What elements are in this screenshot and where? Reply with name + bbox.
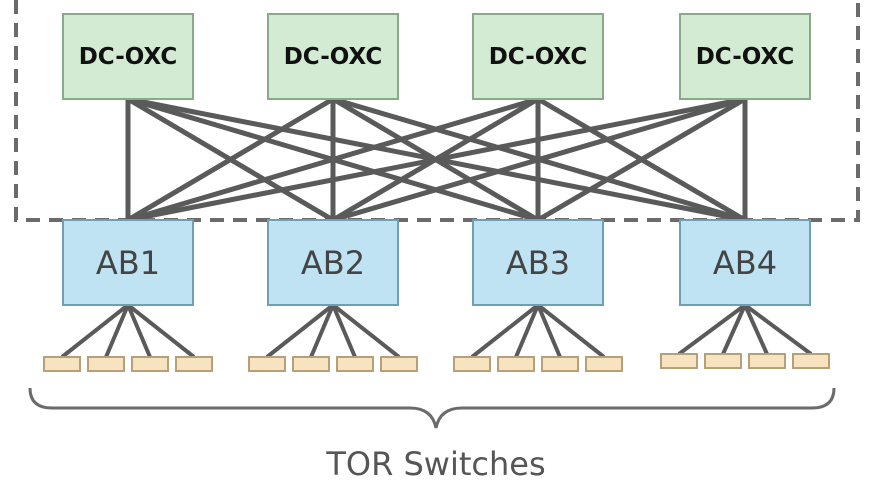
- tor-switch: [585, 356, 623, 372]
- oxc-label: DC-OXC: [284, 44, 383, 70]
- tor-link: [331, 303, 401, 359]
- aggregation-block-2: AB2: [267, 219, 399, 306]
- tor-row: [43, 353, 830, 372]
- tor-link: [309, 304, 335, 358]
- tor-link: [677, 303, 747, 356]
- oxc-switch-2: DC-OXC: [267, 13, 399, 100]
- oxc-label: DC-OXC: [489, 44, 588, 70]
- mesh-link: [127, 96, 746, 223]
- tor-switch: [497, 356, 535, 372]
- tor-switch: [380, 356, 418, 372]
- tor-switch: [336, 356, 374, 372]
- mesh-link: [126, 96, 335, 223]
- tor-link: [743, 304, 769, 355]
- mesh-link: [332, 96, 746, 223]
- oxc-box: [267, 13, 399, 100]
- tor-link: [536, 304, 562, 358]
- aggregation-block-1: AB1: [62, 219, 194, 306]
- tor-link: [60, 303, 130, 359]
- tor-link: [514, 304, 540, 358]
- tor-switch: [292, 356, 330, 372]
- ab-label: AB3: [506, 244, 570, 282]
- tor-link: [126, 304, 152, 358]
- tor-link: [265, 303, 335, 359]
- tor-switch: [748, 353, 786, 369]
- mesh-link: [536, 96, 747, 223]
- oxc-row: DC-OXC DC-OXC DC-OXC DC-OXC: [62, 13, 811, 100]
- ab-tor-links: [60, 303, 813, 359]
- tor-switch: [87, 356, 125, 372]
- tor-switch: [541, 356, 579, 372]
- tor-link: [721, 304, 747, 355]
- ab-label: AB2: [301, 244, 365, 282]
- tor-caption: TOR Switches: [325, 445, 545, 483]
- oxc-switch-4: DC-OXC: [679, 13, 811, 100]
- ab-row: AB1 AB2 AB3 AB4: [62, 219, 811, 306]
- ab-label: AB4: [713, 244, 777, 282]
- mesh-link: [127, 96, 539, 223]
- ab-box: [267, 219, 399, 306]
- oxc-label: DC-OXC: [79, 44, 178, 70]
- tor-switch: [704, 353, 742, 369]
- tor-link: [331, 304, 357, 358]
- tor-switch: [131, 356, 169, 372]
- tor-switch: [660, 353, 698, 369]
- tor-switch: [43, 356, 81, 372]
- ab-box: [679, 219, 811, 306]
- aggregation-block-4: AB4: [679, 219, 811, 306]
- ab-box: [62, 219, 194, 306]
- tor-switch: [248, 356, 286, 372]
- tor-switch: [792, 353, 830, 369]
- tor-switch: [453, 356, 491, 372]
- oxc-ab-links: [125, 96, 748, 223]
- oxc-switch-3: DC-OXC: [472, 13, 604, 100]
- tor-link: [104, 304, 130, 358]
- oxc-box: [679, 13, 811, 100]
- tor-link: [126, 303, 196, 359]
- oxc-label: DC-OXC: [696, 44, 795, 70]
- oxc-box: [472, 13, 604, 100]
- oxc-box: [62, 13, 194, 100]
- tor-link: [743, 303, 813, 356]
- tor-group-brace: [28, 387, 836, 429]
- ab-label: AB1: [96, 244, 160, 282]
- ab-box: [472, 219, 604, 306]
- tor-link: [536, 303, 606, 359]
- aggregation-block-3: AB3: [472, 219, 604, 306]
- oxc-switch-1: DC-OXC: [62, 13, 194, 100]
- tor-switch: [175, 356, 213, 372]
- tor-link: [470, 303, 540, 359]
